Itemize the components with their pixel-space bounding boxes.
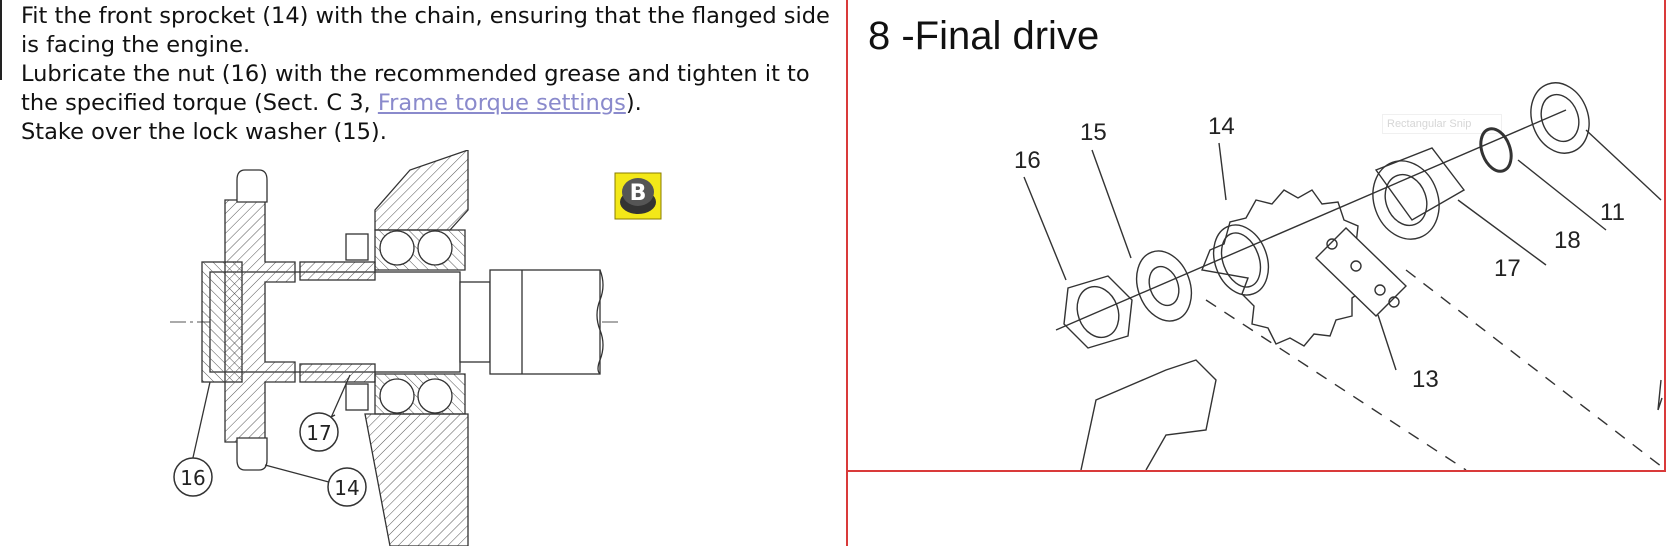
label-15: 15 [1080, 119, 1107, 146]
label-17: 17 [1494, 255, 1521, 282]
final-drive-exploded-diagram: 16 15 14 11 18 17 13 [1014, 82, 1666, 470]
callout-17: 17 [306, 421, 331, 445]
label-13: 13 [1412, 366, 1439, 393]
final-drive-title: 8 -Final drive [868, 14, 1100, 58]
snip-ghost-label: Rectangular Snip [1382, 114, 1502, 134]
label-11: 11 [1600, 199, 1625, 226]
frame-torque-settings-link[interactable]: Frame torque settings [377, 90, 626, 116]
frame-left-border [846, 0, 848, 546]
instruction-step-sprocket: Fit the front sprocket (14) with the cha… [21, 3, 830, 58]
sprocket-section-drawing: 16 17 14 [170, 150, 620, 546]
instruction-step-washer: Stake over the lock washer (15). [21, 119, 387, 145]
instruction-text: Fit the front sprocket (14) with the cha… [21, 2, 836, 147]
final-drive-pane: 8 -Final drive Rectangular Snip [846, 0, 1670, 546]
label-14: 14 [1208, 113, 1235, 140]
badge-letter: B [630, 181, 647, 206]
left-edge-line [0, 0, 2, 80]
final-drive-frame [848, 0, 1666, 472]
instruction-step-nut: Lubricate the nut (16) with the recommen… [21, 60, 836, 118]
callout-16: 16 [180, 466, 205, 490]
grease-b-badge-icon: B [614, 172, 662, 220]
label-18: 18 [1554, 227, 1581, 254]
label-16: 16 [1014, 147, 1041, 174]
callout-14: 14 [334, 476, 359, 500]
instruction-nut-text-end: ). [625, 90, 642, 116]
left-instructions-pane: Fit the front sprocket (14) with the cha… [0, 0, 836, 546]
instruction-nut-text: Lubricate the nut (16) with the recommen… [21, 61, 810, 116]
